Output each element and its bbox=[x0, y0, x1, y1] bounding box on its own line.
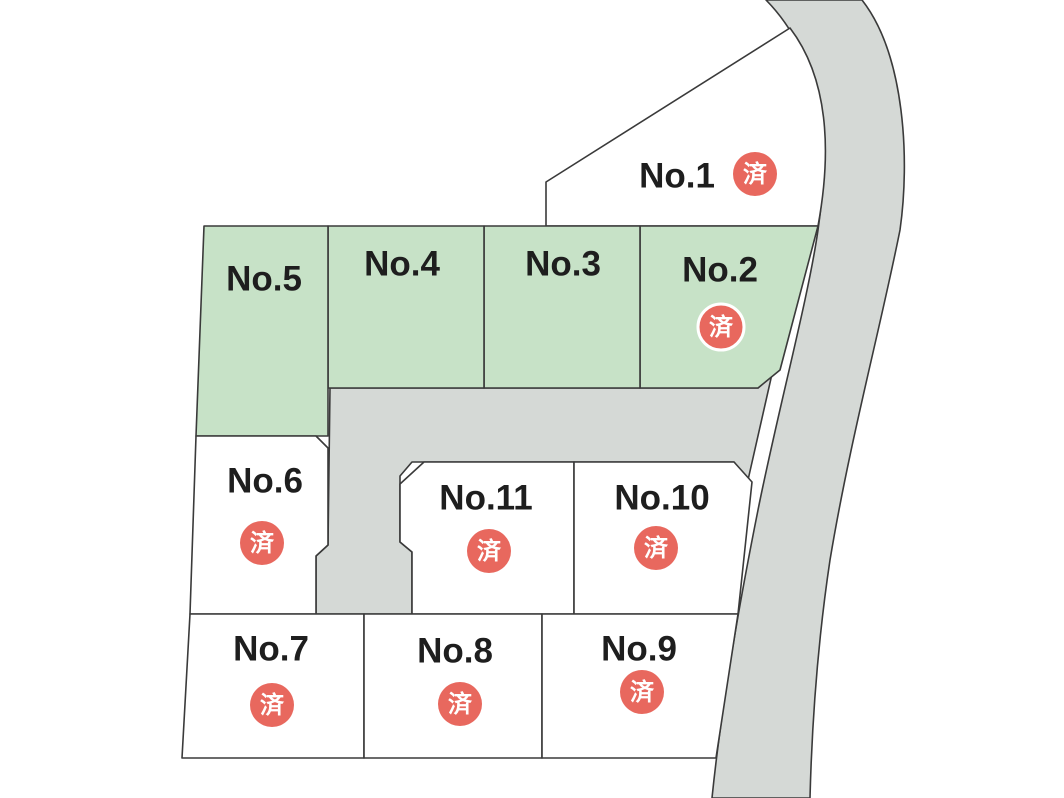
svg-text:済: 済 bbox=[250, 529, 275, 557]
lot-10-sold-badge: 済 bbox=[634, 526, 678, 570]
svg-text:済: 済 bbox=[709, 313, 734, 341]
main-road bbox=[711, 0, 906, 798]
svg-text:済: 済 bbox=[743, 160, 768, 188]
svg-text:済: 済 bbox=[448, 690, 473, 718]
lot-4-label: No.4 bbox=[364, 245, 440, 284]
lot-9-sold-badge: 済 bbox=[620, 670, 664, 714]
lot-5-parcel[interactable] bbox=[195, 225, 329, 437]
svg-text:済: 済 bbox=[260, 691, 285, 719]
svg-text:済: 済 bbox=[630, 678, 655, 706]
lot-7-sold-badge: 済 bbox=[250, 683, 294, 727]
lot-8-sold-badge: 済 bbox=[438, 682, 482, 726]
lot-5-label: No.5 bbox=[226, 260, 302, 299]
lot-8-label: No.8 bbox=[417, 632, 493, 671]
lot-6-sold-badge: 済 bbox=[240, 521, 284, 565]
lot-3-label: No.3 bbox=[525, 245, 601, 284]
lot-6-label: No.6 bbox=[227, 462, 303, 501]
lot-1-parcel[interactable] bbox=[545, 27, 827, 227]
lot-2-label: No.2 bbox=[682, 251, 758, 290]
lot-11-label: No.11 bbox=[439, 479, 532, 518]
lot-2-sold-badge: 済 bbox=[696, 302, 746, 352]
lot-10-label: No.10 bbox=[614, 479, 709, 518]
svg-text:済: 済 bbox=[477, 537, 502, 565]
lot-1-label: No.1 bbox=[639, 157, 715, 196]
svg-text:済: 済 bbox=[644, 534, 669, 562]
lot-11-sold-badge: 済 bbox=[467, 529, 511, 573]
lot-1-sold-badge: 済 bbox=[733, 152, 777, 196]
lot-9-label: No.9 bbox=[601, 630, 677, 669]
lot-7-label: No.7 bbox=[233, 630, 309, 669]
